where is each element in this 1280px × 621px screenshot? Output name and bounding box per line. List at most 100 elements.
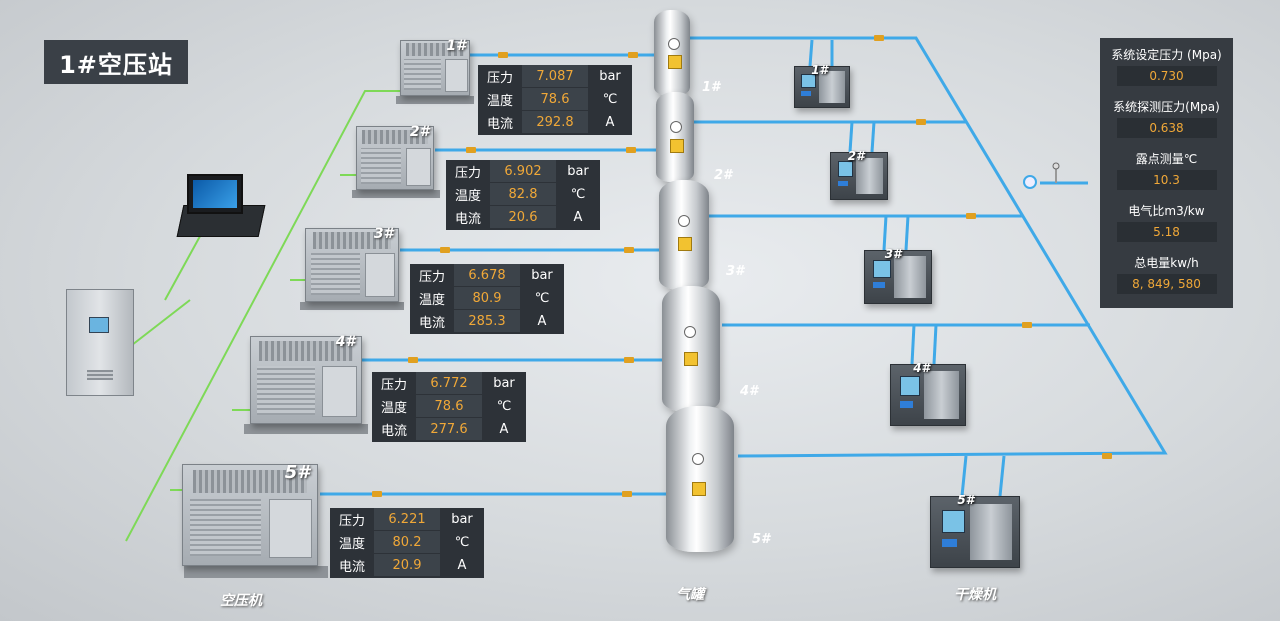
tank-3[interactable] bbox=[659, 180, 709, 290]
compressor-vent bbox=[404, 59, 441, 91]
valve-icon[interactable] bbox=[624, 357, 634, 363]
compressor-4[interactable]: 4# bbox=[250, 334, 362, 424]
dryer-label: 2# bbox=[847, 149, 865, 163]
dryer-label: 1# bbox=[811, 63, 828, 77]
door bbox=[855, 157, 883, 195]
valve-icon[interactable] bbox=[1022, 322, 1032, 328]
base bbox=[244, 424, 368, 434]
tank-1[interactable] bbox=[654, 10, 690, 96]
control-cabinet[interactable] bbox=[66, 289, 134, 396]
dryer-1[interactable]: 1# bbox=[794, 63, 850, 108]
cabinet-vent bbox=[87, 370, 113, 380]
tank-5[interactable] bbox=[666, 406, 734, 552]
current-unit: A bbox=[537, 314, 547, 329]
cabinet-screen-icon bbox=[89, 317, 109, 333]
valve-icon[interactable] bbox=[628, 52, 638, 58]
temperature-value: 80.2 bbox=[374, 531, 440, 554]
readout-label: 电流 bbox=[454, 212, 481, 227]
valve-icon[interactable] bbox=[498, 52, 508, 58]
metric-label: 系统探测压力(Mpa) bbox=[1113, 100, 1220, 114]
readout-label: 压力 bbox=[454, 166, 481, 181]
dryer-3[interactable]: 3# bbox=[864, 247, 932, 304]
temperature-unit: ℃ bbox=[534, 291, 550, 306]
compressor-panel bbox=[365, 253, 396, 297]
valve-icon[interactable] bbox=[966, 213, 976, 219]
compressor-category-label: 空压机 bbox=[220, 593, 262, 609]
valve-icon[interactable] bbox=[466, 147, 476, 153]
base bbox=[352, 190, 440, 198]
compressor-grill bbox=[312, 232, 392, 249]
readout-label: 温度 bbox=[454, 189, 481, 204]
screen bbox=[899, 375, 920, 396]
gauge bbox=[670, 120, 683, 133]
compressor-label: 3# bbox=[373, 226, 394, 242]
tank-4[interactable] bbox=[662, 286, 720, 412]
dryer-2[interactable]: 2# bbox=[830, 149, 888, 200]
metric-label: 系统设定压力 (Mpa) bbox=[1111, 48, 1222, 62]
compressor-1[interactable]: 1# bbox=[400, 38, 470, 96]
tank-2[interactable] bbox=[656, 92, 694, 182]
tag bbox=[667, 54, 682, 69]
current-value: 292.8 bbox=[522, 111, 588, 134]
valve-icon[interactable] bbox=[622, 491, 632, 497]
compressor-3[interactable]: 3# bbox=[305, 226, 399, 302]
readout-label: 温度 bbox=[380, 401, 407, 416]
readout-label: 压力 bbox=[380, 378, 407, 393]
btn bbox=[899, 401, 914, 409]
compressor-panel bbox=[444, 59, 468, 93]
readout-label: 电流 bbox=[418, 316, 445, 331]
pressure-unit: bar bbox=[599, 69, 621, 84]
current-value: 285.3 bbox=[454, 310, 520, 333]
metric-specific-power: 电气比m3/kw 5.18 bbox=[1100, 194, 1233, 246]
valve-icon[interactable] bbox=[408, 357, 418, 363]
door bbox=[923, 371, 960, 419]
valve-icon[interactable] bbox=[874, 35, 884, 41]
system-metrics-panel: 系统设定压力 (Mpa) 0.730 系统探测压力(Mpa) 0.638 露点测… bbox=[1100, 38, 1233, 308]
screen bbox=[801, 74, 817, 89]
metric-label: 露点测量℃ bbox=[1135, 152, 1198, 166]
metric-value: 10.3 bbox=[1116, 170, 1217, 190]
valve-icon[interactable] bbox=[440, 247, 450, 253]
dryer-label: 4# bbox=[913, 361, 930, 375]
pressure-unit: bar bbox=[531, 268, 553, 283]
readout-1: 压力 7.087 bar 温度 78.6 ℃ 电流 292.8 A bbox=[478, 65, 632, 135]
metric-label: 总电量kw/h bbox=[1134, 256, 1199, 270]
valve-icon[interactable] bbox=[624, 247, 634, 253]
valve-icon[interactable] bbox=[916, 119, 926, 125]
computer-monitor-icon[interactable] bbox=[187, 174, 243, 214]
readout-label: 电流 bbox=[380, 424, 407, 439]
pressure-unit: bar bbox=[493, 376, 515, 391]
valve-icon[interactable] bbox=[1102, 453, 1112, 459]
compressor-2[interactable]: 2# bbox=[356, 124, 434, 190]
compressor-label: 1# bbox=[446, 38, 466, 54]
compressor-vent bbox=[256, 365, 315, 416]
current-unit: A bbox=[499, 422, 509, 437]
metric-value: 0.638 bbox=[1116, 118, 1217, 138]
pressure-value: 6.772 bbox=[416, 372, 482, 395]
readout-label: 压力 bbox=[418, 270, 445, 285]
dryer-5[interactable]: 5# bbox=[930, 493, 1020, 568]
pressure-unit: bar bbox=[567, 164, 589, 179]
compressor-5[interactable]: 5# bbox=[182, 462, 318, 566]
tank-label: 3# bbox=[726, 264, 745, 279]
readout-label: 温度 bbox=[418, 293, 445, 308]
dryer-label: 5# bbox=[957, 493, 975, 507]
temperature-value: 80.9 bbox=[454, 287, 520, 310]
door bbox=[894, 256, 926, 298]
gauge bbox=[678, 215, 690, 228]
btn bbox=[837, 180, 848, 187]
readout-label: 温度 bbox=[486, 94, 513, 109]
tag bbox=[684, 351, 699, 366]
dryer-4[interactable]: 4# bbox=[890, 361, 966, 426]
valve-icon[interactable] bbox=[626, 147, 636, 153]
readout-label: 压力 bbox=[486, 71, 513, 86]
current-unit: A bbox=[605, 115, 615, 130]
valve-icon[interactable] bbox=[372, 491, 382, 497]
metric-value: 5.18 bbox=[1116, 222, 1217, 242]
pressure-value: 6.221 bbox=[374, 508, 440, 531]
flowmeter-icon bbox=[1023, 175, 1037, 189]
compressor-grill bbox=[362, 129, 428, 144]
readout-3: 压力 6.678 bar 温度 80.9 ℃ 电流 285.3 A bbox=[410, 264, 564, 334]
readout-label: 压力 bbox=[338, 514, 365, 529]
